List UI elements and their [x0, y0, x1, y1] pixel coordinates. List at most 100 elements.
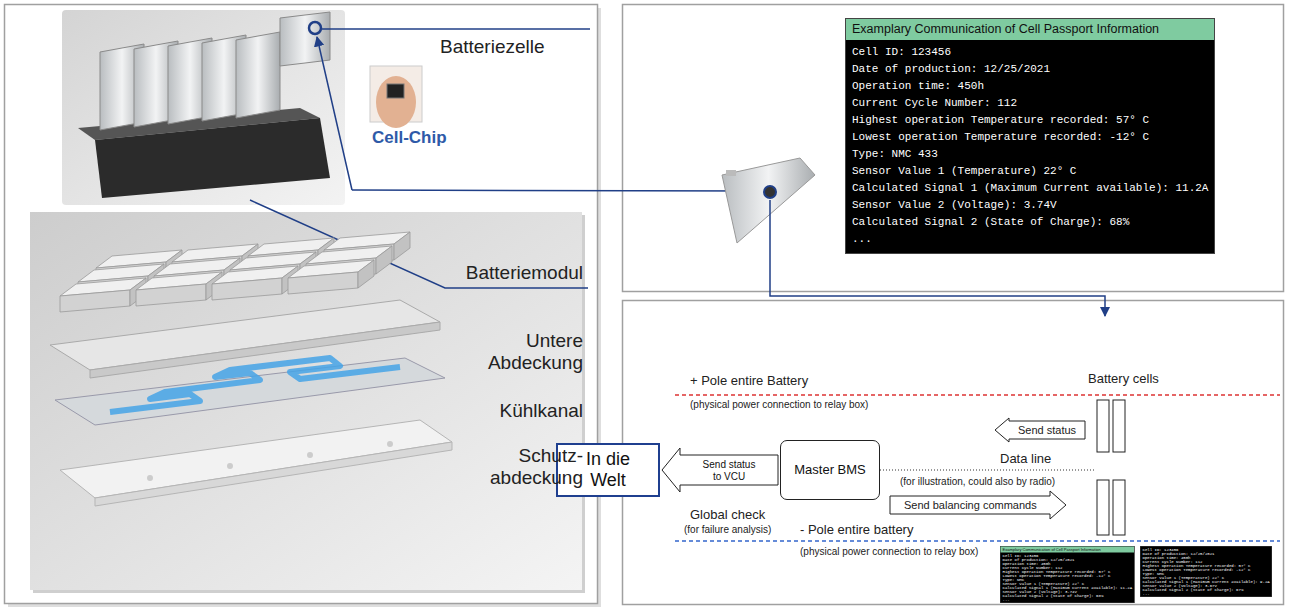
terminal-line: Calculated Signal 1 (Maximum Current ava… [846, 180, 1214, 197]
cover-hole [307, 452, 313, 458]
battery-module [136, 272, 222, 306]
data-line [880, 469, 1095, 470]
terminal-line: Calculated Signal 1 (Maximum Current ava… [1001, 585, 1135, 589]
terminal-line: Calculated Signal 2 (State of Charge): 6… [846, 214, 1214, 231]
battery-module [212, 266, 298, 300]
battery-cell [1113, 400, 1125, 452]
terminal-line: Type: NMC [1141, 572, 1272, 576]
terminal-line: Highest operation Temperature recorded: … [1141, 564, 1272, 568]
finger [376, 76, 416, 128]
minus-pole-line [675, 540, 1280, 542]
cover-hole [147, 475, 153, 481]
hollow-arrow [890, 491, 1066, 519]
cooling-plate [55, 358, 445, 425]
terminal-line: Cell ID: 123456 [1141, 548, 1272, 552]
terminal-line: Current Cycle Number: 112 [1141, 560, 1272, 564]
terminal-line: Sensor Value 1 (Temperature) 22° C [1001, 581, 1135, 585]
cover-hole [227, 463, 233, 469]
battery-cell [1097, 400, 1109, 452]
leader-line [322, 28, 590, 30]
pouch-cell [722, 158, 815, 243]
terminal-line: Cell ID: 123456 [1001, 553, 1135, 557]
signal-label: - Pole entire battery [800, 523, 913, 538]
protective-cover-rim [95, 442, 452, 506]
terminal-body: Cell ID: 123456Date of production: 12/25… [1141, 547, 1272, 597]
arrow-label: Send status [1018, 424, 1076, 437]
data-terminal: Examplary Communication of Cell Passport… [1000, 546, 1135, 603]
pointer-line [317, 37, 352, 190]
left-panel [5, 5, 598, 604]
terminal-line: Current Cycle Number: 112 [1001, 565, 1135, 569]
terminal-line: Highest operation Temperature recorded: … [1001, 569, 1135, 573]
signal-label: Battery cells [1088, 372, 1159, 387]
signal-label: + Pole entire Battery [690, 374, 808, 389]
terminal-line: Type: NMC 433 [846, 146, 1214, 163]
battery-module [288, 260, 374, 294]
cell-tab [726, 170, 736, 176]
terminal-line: Lowest operation Temperature recorded: -… [1001, 573, 1135, 577]
part-label: Kühlkanal [500, 400, 583, 422]
cell-chip-dot [764, 186, 776, 198]
terminal-line: ... [1001, 597, 1135, 601]
battery-module [60, 278, 146, 312]
terminal-line: Current Cycle Number: 112 [846, 95, 1214, 112]
terminal-line: Sensor Value 2 (Voltage): 3.74V [846, 197, 1214, 214]
terminal-line: Calculated Signal 2 (State of Charge): 6… [1001, 593, 1135, 597]
node-text: Master BMS [794, 462, 866, 478]
terminal-line: Type: NMC [1001, 577, 1135, 581]
bottom-right-panel [623, 301, 1284, 605]
terminal-line: Date of production: 12/25/2021 [846, 61, 1214, 78]
terminal-line: Date of production: 12/25/2021 [1001, 557, 1135, 561]
terminal-line: Date of production: 12/25/2021 [1141, 552, 1272, 556]
terminal-line: Operation time: 450h [846, 78, 1214, 95]
note: (physical power connection to relay box) [690, 399, 868, 411]
terminal-line: Sensor Value 1 (Temperature) 22° C [1141, 576, 1272, 580]
part-label: Untere Abdeckung [471, 330, 583, 374]
pointer-line [352, 190, 761, 191]
module-base [95, 118, 330, 198]
hollow-arrow [662, 448, 778, 492]
terminal-line: Highest operation Temperature recorded: … [846, 112, 1214, 129]
terminal-line: Sensor Value 2 (Voltage): 3.74V [1001, 589, 1135, 593]
process-box: Master BMS [780, 440, 880, 500]
part-label: Schutz- abdeckung [471, 445, 583, 489]
terminal-line: Lowest operation Temperature recorded: -… [846, 129, 1214, 146]
terminal-header: Examplary Communication of Cell Passport… [846, 19, 1214, 40]
cooling-channel [110, 358, 400, 412]
note: (for failure analysis) [684, 524, 771, 536]
terminal-line: Sensor Value 2 (Voltage): 3.67V [1141, 584, 1272, 588]
data-terminal: Examplary Communication of Cell Passport… [845, 18, 1215, 254]
terminal-line: Calculated Signal 2 (State of Charge): 6… [1141, 588, 1272, 592]
part-label: Batteriezelle [440, 36, 545, 58]
terminal-line: Operation time: 450h [1001, 561, 1135, 565]
chip [387, 84, 404, 98]
cover-hole [387, 441, 393, 447]
part-label: Cell-Chip [372, 128, 447, 148]
terminal-line: ... [846, 231, 1214, 248]
note: (physical power connection to relay box) [800, 546, 978, 558]
terminal-line: Calculated Signal 1 (Maximum Current ava… [1141, 580, 1272, 584]
signal-label: Data line [1000, 452, 1051, 467]
top-right-panel [623, 5, 1284, 292]
module-photo-ground [62, 10, 345, 205]
plus-pole-line [675, 394, 1280, 396]
part-label: Batteriemodul [466, 262, 583, 284]
note: (for illustration, could also by radio) [900, 476, 1055, 488]
terminal-line: Cell ID: 123456 [846, 44, 1214, 61]
terminal-line: Sensor Value 1 (Temperature) 22° C [846, 163, 1214, 180]
chip-marker [309, 22, 321, 34]
pack-photo-ground [30, 212, 582, 590]
battery-cell [1097, 480, 1109, 535]
cell-slab [236, 32, 280, 118]
data-terminal: Cell ID: 123456Date of production: 12/25… [1140, 546, 1272, 597]
signal-label: Global check [690, 508, 765, 523]
hollow-arrow [995, 418, 1085, 442]
terminal-line: Operation time: 450h [1141, 556, 1272, 560]
battery-cell [1113, 480, 1125, 535]
arrow-label: Send balancing commands [904, 499, 1037, 512]
terminal-header: Examplary Communication of Cell Passport… [1001, 547, 1135, 553]
terminal-body: Cell ID: 123456Date of production: 12/25… [1001, 552, 1135, 602]
terminal-line: Lowest operation Temperature recorded: -… [1141, 568, 1272, 572]
